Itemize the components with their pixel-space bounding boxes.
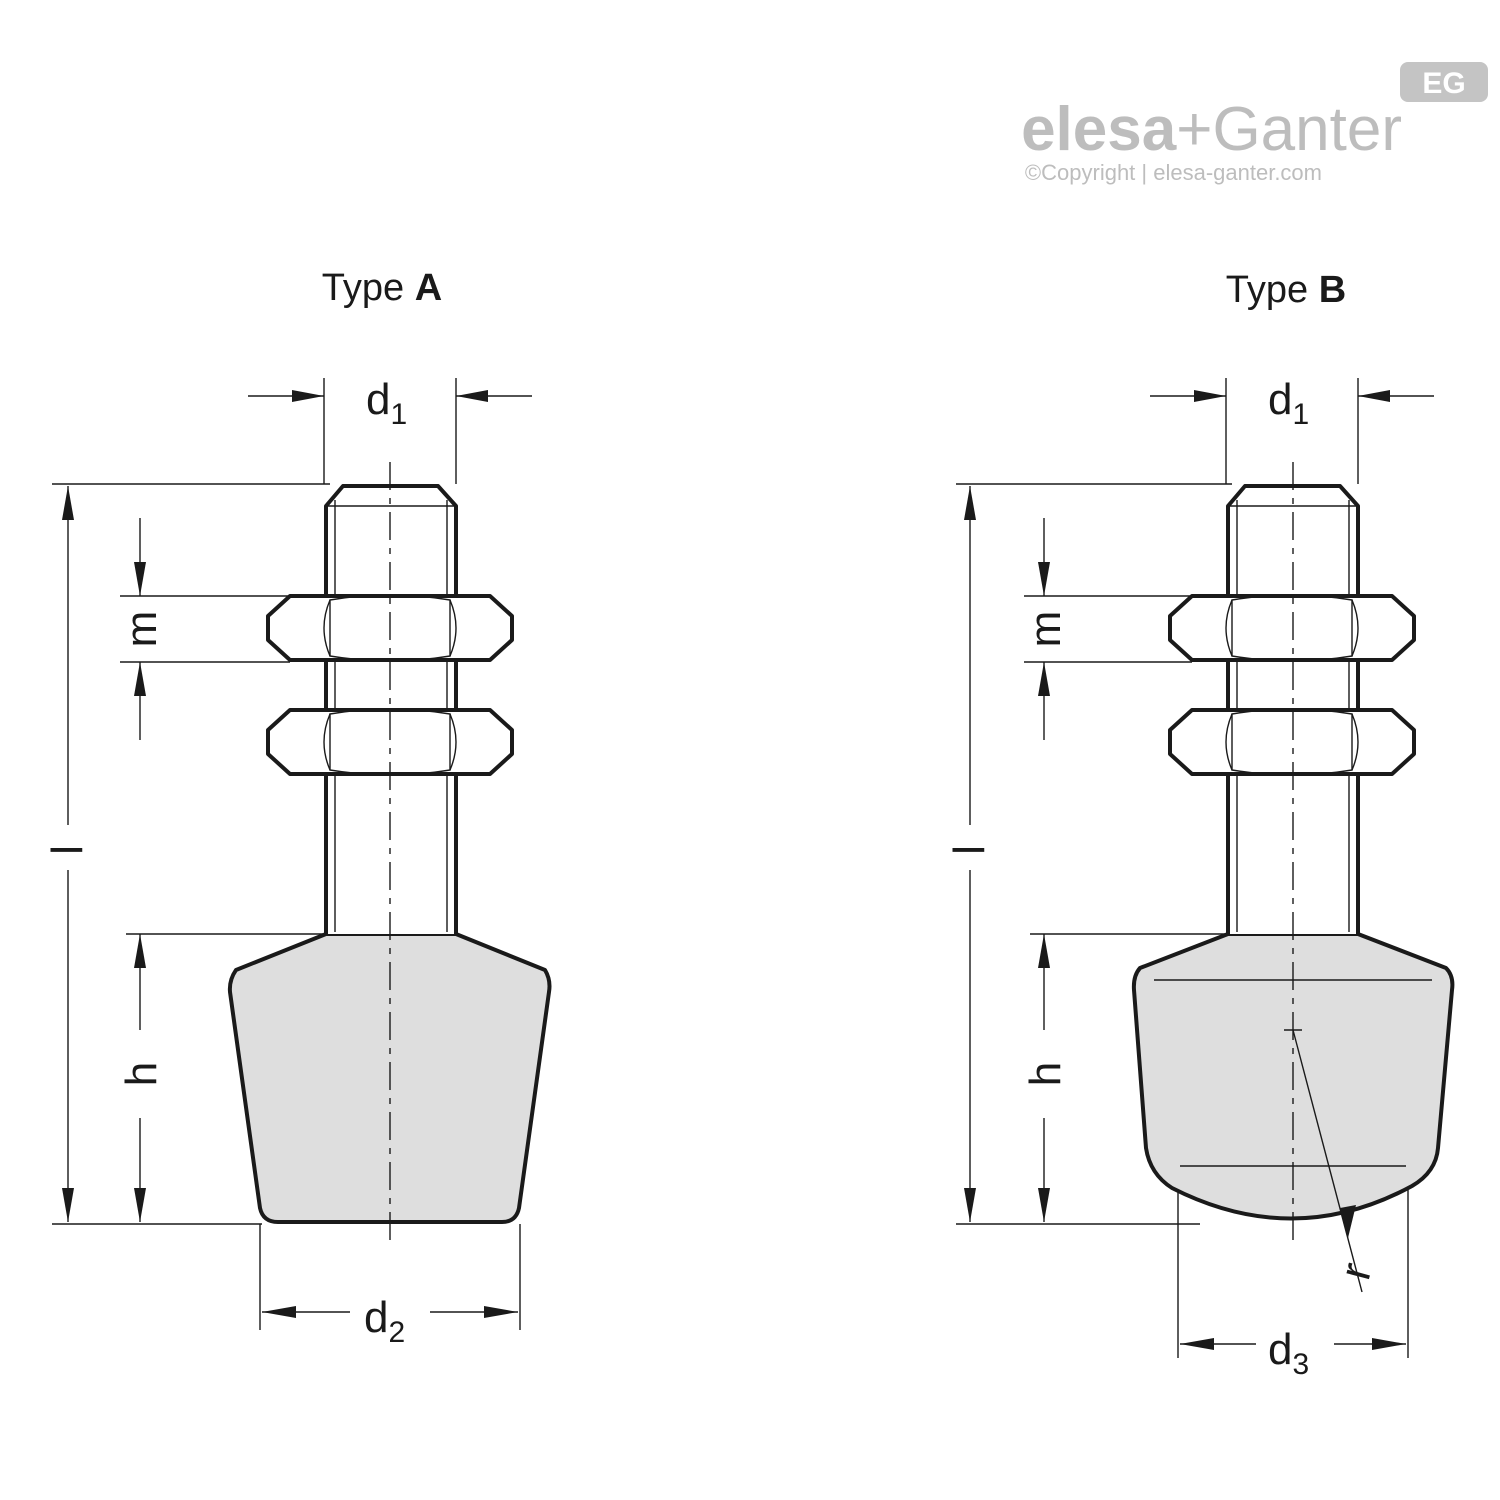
type-a-h-arrow-top [134, 934, 146, 968]
type-a-l-arrow-bottom [62, 1188, 74, 1222]
type-b-m-arrow-bottom [1038, 662, 1050, 696]
type-b-hex-nut-upper [1168, 594, 1416, 662]
type-a-label-prefix: Type [322, 267, 415, 309]
type-b-d1-label: d1 [1268, 375, 1309, 431]
type-b-hex-nut-lower [1168, 708, 1416, 776]
elesa-ganter-logo: EG elesa+Ganter ©Copyright | elesa-gante… [1021, 62, 1488, 185]
type-b-label-letter: B [1319, 269, 1346, 311]
type-a-label-letter: A [415, 267, 442, 309]
logo-brand: elesa+Ganter [1021, 95, 1402, 164]
type-b-drawing: Type B d1 [945, 269, 1455, 1381]
type-b-r-leader [1292, 1029, 1363, 1293]
type-a-h-arrow-bottom [134, 1188, 146, 1222]
type-b-label: Type B [1226, 269, 1346, 311]
logo-brand-right: Ganter [1212, 95, 1402, 164]
type-a-l-label: l [43, 845, 92, 855]
type-a-d2-arrow-right [484, 1306, 518, 1318]
type-b-r-arrow [1340, 1205, 1356, 1238]
type-a-m-label: m [117, 611, 166, 648]
type-b-d1-arrow-right [1358, 390, 1390, 402]
type-a-m-arrow-top [134, 562, 146, 596]
type-a-d1-arrow-left [292, 390, 324, 402]
type-b-d1-arrow-left [1194, 390, 1226, 402]
type-b-d3-arrow-left [1180, 1338, 1214, 1350]
type-a-d1-label: d1 [366, 375, 407, 431]
type-a-drawing: Type A d1 [43, 267, 552, 1349]
logo-copyright: ©Copyright | elesa-ganter.com [1025, 160, 1322, 185]
type-a-l-arrow-top [62, 486, 74, 520]
type-b-r-label: r [1330, 1258, 1381, 1285]
type-a-d1-arrow-right [456, 390, 488, 402]
type-a-h-label: h [117, 1062, 166, 1086]
type-b-l-arrow-top [964, 486, 976, 520]
type-b-m-arrow-top [1038, 562, 1050, 596]
type-b-h-arrow-top [1038, 934, 1050, 968]
logo-brand-plus: + [1176, 95, 1212, 164]
type-b-d3-arrow-right [1372, 1338, 1406, 1350]
type-a-hex-nut-lower [266, 708, 514, 776]
logo-badge [1400, 62, 1488, 102]
type-b-m-label: m [1021, 611, 1070, 648]
type-a-d2-arrow-left [262, 1306, 296, 1318]
type-a-label: Type A [322, 267, 442, 309]
logo-badge-text: EG [1422, 67, 1465, 100]
type-b-d3-label: d3 [1268, 1325, 1309, 1381]
type-a-d2-label: d2 [364, 1293, 405, 1349]
type-b-label-prefix: Type [1226, 269, 1319, 311]
type-b-h-arrow-bottom [1038, 1188, 1050, 1222]
type-b-h-label: h [1021, 1062, 1070, 1086]
logo-brand-left: elesa [1021, 95, 1177, 164]
type-a-m-arrow-bottom [134, 662, 146, 696]
type-b-l-arrow-bottom [964, 1188, 976, 1222]
type-b-l-label: l [945, 845, 994, 855]
